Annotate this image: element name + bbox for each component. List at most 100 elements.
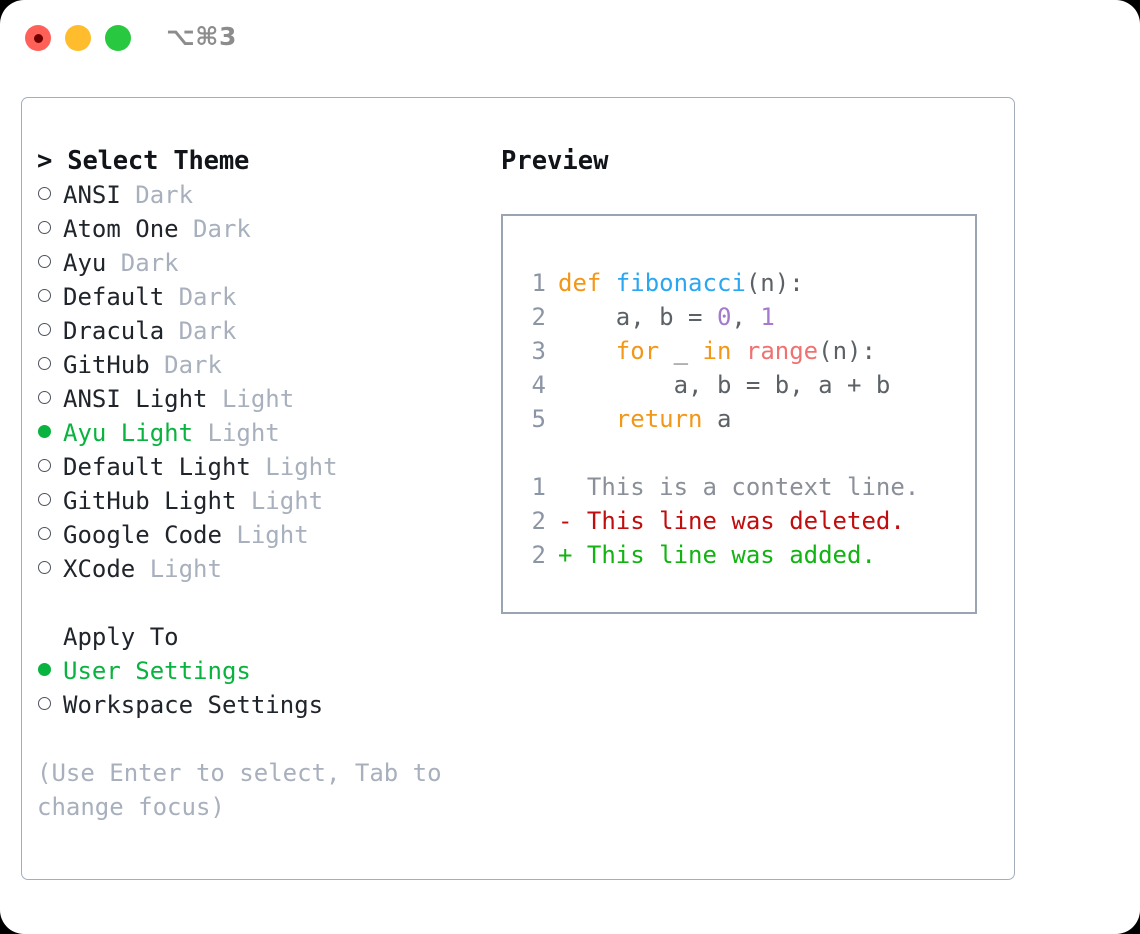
code-token: (n):	[818, 337, 876, 365]
line-number: 4	[531, 371, 546, 399]
theme-option-label: ANSI	[63, 181, 121, 209]
diff-line-add: 2 + This line was added.	[520, 538, 919, 572]
theme-option-kind: Dark	[120, 181, 194, 209]
code-token: a, b =	[558, 303, 717, 331]
theme-option-label: Ayu	[63, 249, 107, 277]
apply-to-heading: Apply To	[63, 623, 179, 651]
theme-option-label: Ayu Light	[63, 419, 194, 447]
diff-marker: -	[558, 507, 573, 535]
theme-option-kind: Dark	[164, 317, 237, 345]
diff-text: This line was added.	[572, 541, 876, 569]
code-line: 4 a, b = b, a + b	[520, 368, 919, 402]
theme-option-label: Atom One	[63, 215, 179, 243]
window-titlebar: ⌥⌘3	[0, 0, 1140, 78]
code-line: 5 return a	[520, 402, 919, 436]
theme-option-xcode[interactable]: XCode Light	[37, 552, 497, 586]
preview-title: Preview	[501, 146, 609, 176]
code-token: a, b = b, a + b	[558, 371, 891, 399]
code-token: return	[615, 405, 703, 433]
minimize-window-button[interactable]	[65, 25, 91, 51]
diff-line-ctx: 1 This is a context line.	[520, 470, 920, 504]
theme-option-ayu-light[interactable]: Ayu Light Light	[37, 416, 497, 450]
theme-option-default[interactable]: Default Dark	[37, 280, 497, 314]
code-token: fibonacci	[615, 269, 746, 297]
theme-option-github[interactable]: GitHub Dark	[37, 348, 497, 382]
theme-option-kind: Dark	[106, 249, 179, 277]
code-token	[558, 405, 616, 433]
apply-to-option-label: User Settings	[63, 657, 251, 685]
line-number: 2	[531, 507, 546, 535]
theme-option-label: Default Light	[63, 453, 251, 481]
keyboard-hint: (Use Enter to select, Tab to change focu…	[37, 759, 457, 821]
theme-option-label: Default	[63, 283, 165, 311]
traffic-lights	[25, 25, 131, 51]
theme-option-atom-one[interactable]: Atom One Dark	[37, 212, 497, 246]
keyboard-shortcut-label: ⌥⌘3	[166, 22, 237, 51]
line-number: 3	[531, 337, 546, 365]
theme-option-dracula[interactable]: Dracula Dark	[37, 314, 497, 348]
code-token: range	[745, 337, 819, 365]
apply-to-option-workspace-settings[interactable]: Workspace Settings	[37, 688, 497, 722]
theme-option-ansi-light[interactable]: ANSI Light Light	[37, 382, 497, 416]
theme-option-github-light[interactable]: GitHub Light Light	[37, 484, 497, 518]
code-token: 1	[760, 303, 775, 331]
code-token: (n):	[745, 269, 804, 297]
close-window-button[interactable]	[25, 25, 51, 51]
theme-option-ayu[interactable]: Ayu Dark	[37, 246, 497, 280]
code-blank-line	[520, 436, 919, 470]
theme-option-google-code[interactable]: Google Code Light	[37, 518, 497, 552]
close-icon	[33, 33, 43, 43]
code-token: _	[659, 337, 703, 365]
page-title: > Select Theme	[37, 146, 250, 176]
code-line: 2 a, b = 0, 1	[520, 300, 919, 334]
theme-option-kind: Dark	[149, 351, 222, 379]
code-token: for	[615, 337, 660, 365]
theme-option-label: XCode	[63, 555, 136, 583]
line-number: 2	[531, 541, 546, 569]
theme-option-kind: Light	[207, 385, 295, 413]
diff-text: This line was deleted.	[572, 507, 905, 535]
theme-option-kind: Light	[193, 419, 280, 447]
maximize-window-button[interactable]	[105, 25, 131, 51]
theme-option-kind: Light	[221, 521, 309, 549]
code-token: 0	[716, 303, 732, 331]
code-token: def	[558, 269, 616, 297]
code-token: a	[702, 405, 732, 433]
diff-marker	[558, 473, 572, 501]
theme-option-label: GitHub Light	[63, 487, 237, 515]
theme-option-label: Dracula	[63, 317, 165, 345]
diff-marker: +	[558, 541, 573, 569]
line-number: 1	[531, 269, 546, 297]
theme-option-label: GitHub	[63, 351, 150, 379]
theme-option-kind: Light	[236, 487, 324, 515]
theme-option-kind: Light	[135, 555, 222, 583]
theme-option-label: Google Code	[63, 521, 222, 549]
code-token	[731, 337, 745, 365]
diff-line-del: 2- This line was deleted.	[520, 504, 919, 538]
list-spacer	[37, 586, 497, 620]
theme-option-kind: Dark	[178, 215, 251, 243]
code-token: in	[702, 337, 732, 365]
line-number: 1	[531, 473, 546, 501]
diff-text: This is a context line.	[572, 473, 920, 501]
code-line: 1 def fibonacci(n):	[520, 266, 919, 300]
theme-option-label: ANSI Light	[63, 385, 208, 413]
line-number: 2	[531, 303, 546, 331]
theme-option-default-light[interactable]: Default Light Light	[37, 450, 497, 484]
theme-option-kind: Light	[250, 453, 338, 481]
apply-to-option-user-settings[interactable]: User Settings	[37, 654, 497, 688]
line-number: 5	[531, 405, 546, 433]
theme-option-ansi[interactable]: ANSI Dark	[37, 178, 497, 212]
apply-to-option-label: Workspace Settings	[63, 691, 324, 719]
code-token: ,	[731, 303, 761, 331]
theme-option-kind: Dark	[164, 283, 237, 311]
code-token	[558, 337, 616, 365]
